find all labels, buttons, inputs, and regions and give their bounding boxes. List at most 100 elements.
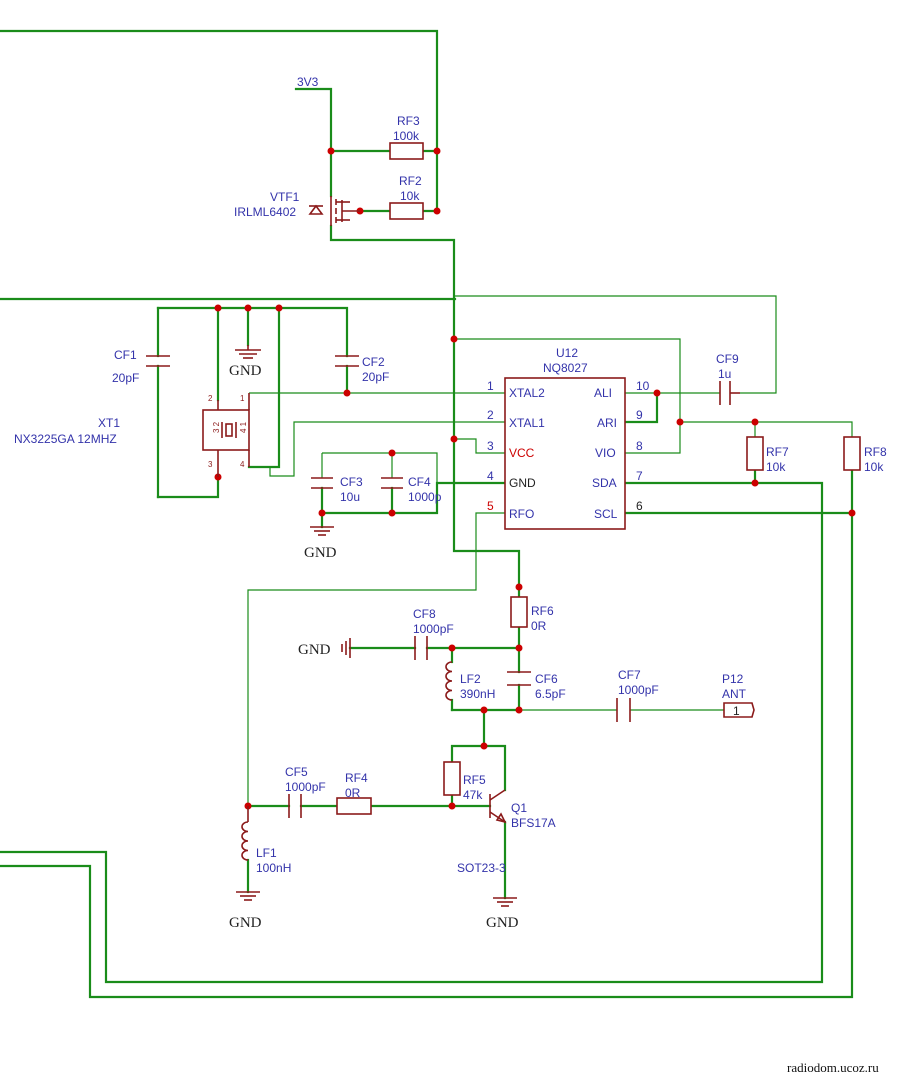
value-rf4: 0R	[345, 786, 361, 800]
capacitor-cf6-symbol	[507, 671, 531, 686]
pin-name: SCL	[594, 507, 618, 521]
pin-name: XTAL2	[509, 386, 545, 400]
pin-name: RFO	[509, 507, 534, 521]
ref-rf5: RF5	[463, 773, 486, 787]
pin-name: ARI	[597, 416, 617, 430]
crystal-xt1-symbol	[202, 393, 250, 477]
junction-dot	[244, 304, 252, 312]
gnd-label: GND	[298, 642, 331, 658]
ref-lf2: LF2	[460, 672, 481, 686]
resistor-rf3-symbol	[389, 142, 424, 160]
pin-number: 4	[487, 469, 494, 483]
ref-cf7: CF7	[618, 668, 641, 682]
value-lf1: 100nH	[256, 861, 291, 875]
junction-dot	[515, 706, 523, 714]
junction-dot	[318, 509, 326, 517]
ground-icon	[236, 891, 260, 901]
ref-p12: P12	[722, 672, 744, 686]
resistor-rf6-symbol	[510, 596, 528, 628]
value-rf3: 100k	[393, 129, 420, 143]
gnd-label: GND	[486, 915, 519, 931]
ref-rf6: RF6	[531, 604, 554, 618]
resistor-rf4-symbol	[336, 797, 372, 815]
value-p12: ANT	[722, 687, 747, 701]
value-rf8: 10k	[864, 460, 884, 474]
junction-dot	[388, 509, 396, 517]
ref-rf4: RF4	[345, 771, 368, 785]
pin-number: 3	[487, 439, 494, 453]
ground-symbols	[235, 345, 517, 907]
pin-number: 6	[636, 499, 643, 513]
junction-dot	[751, 479, 759, 487]
junction-dot	[515, 583, 523, 591]
xt1-pin-label: 1	[240, 394, 245, 403]
gnd-label: GND	[229, 915, 262, 931]
ref-cf3: CF3	[340, 475, 363, 489]
pin-name: VCC	[509, 446, 535, 460]
junction-dot	[388, 449, 396, 457]
junction-dot	[480, 742, 488, 750]
ground-icon	[493, 897, 517, 907]
ref-lf1: LF1	[256, 846, 277, 860]
ref-cf5: CF5	[285, 765, 308, 779]
pin-name: VIO	[595, 446, 616, 460]
junction-dot	[653, 389, 661, 397]
value-xt1: NX3225GA 12MHZ	[14, 432, 117, 446]
junction-dot	[343, 389, 351, 397]
junction-dot	[433, 207, 441, 215]
capacitor-cf3-symbol	[311, 477, 333, 489]
junction-dot	[214, 304, 222, 312]
capacitor-cf8-symbol	[414, 636, 428, 660]
junction-dot	[450, 435, 458, 443]
capacitor-cf2-symbol	[335, 355, 359, 367]
component-symbols	[146, 142, 861, 861]
ground-icon	[235, 345, 261, 359]
ref-cf8: CF8	[413, 607, 436, 621]
value-cf4: 1000p	[408, 490, 442, 504]
gnd-label: GND	[229, 363, 262, 379]
value-cf7: 1000pF	[618, 683, 659, 697]
pin-number: 2	[487, 408, 494, 422]
xt1-pin-label: 4	[240, 460, 245, 469]
value-cf1: 20pF	[112, 371, 139, 385]
junction-dot	[515, 644, 523, 652]
junction-dot	[275, 304, 283, 312]
ref-cf1: CF1	[114, 348, 137, 362]
value-cf6: 6.5pF	[535, 687, 566, 701]
wires	[0, 29, 854, 999]
junction-dot	[448, 802, 456, 810]
value-q1: BFS17A	[511, 816, 556, 830]
junction-dot	[676, 418, 684, 426]
capacitor-cf5-symbol	[288, 794, 302, 818]
resistor-rf5-symbol	[443, 761, 461, 796]
junction-dot	[848, 509, 856, 517]
ref-xt1: XT1	[98, 416, 120, 430]
ref-rf7: RF7	[766, 445, 789, 459]
pin-number: 1	[487, 379, 494, 393]
ref-u12: U12	[556, 346, 578, 360]
value-cf2: 20pF	[362, 370, 389, 384]
pin-number: 5	[487, 499, 494, 513]
watermark: radiodom.ucoz.ru	[787, 1060, 879, 1075]
ref-vtf1: VTF1	[270, 190, 300, 204]
ref-rf3: RF3	[397, 114, 420, 128]
ref-cf6: CF6	[535, 672, 558, 686]
package-q1: SOT23-3	[457, 861, 506, 875]
value-u12: NQ8027	[543, 361, 588, 375]
pin-number: 7	[636, 469, 643, 483]
value-vtf1: IRLML6402	[234, 205, 296, 219]
resistor-rf7-symbol	[746, 436, 764, 471]
ref-rf2: RF2	[399, 174, 422, 188]
ground-icon	[310, 526, 334, 536]
pin-name: XTAL1	[509, 416, 545, 430]
inductor-lf2-symbol	[445, 661, 453, 701]
ref-cf9: CF9	[716, 352, 739, 366]
xt1-pin-label: 2	[208, 394, 213, 403]
junction-dot	[480, 706, 488, 714]
junction-dot	[751, 418, 759, 426]
ref-cf2: CF2	[362, 355, 385, 369]
ref-q1: Q1	[511, 801, 527, 815]
pin-number: 8	[636, 439, 643, 453]
resistor-rf8-symbol	[843, 436, 861, 471]
capacitor-cf7-symbol	[616, 698, 631, 722]
